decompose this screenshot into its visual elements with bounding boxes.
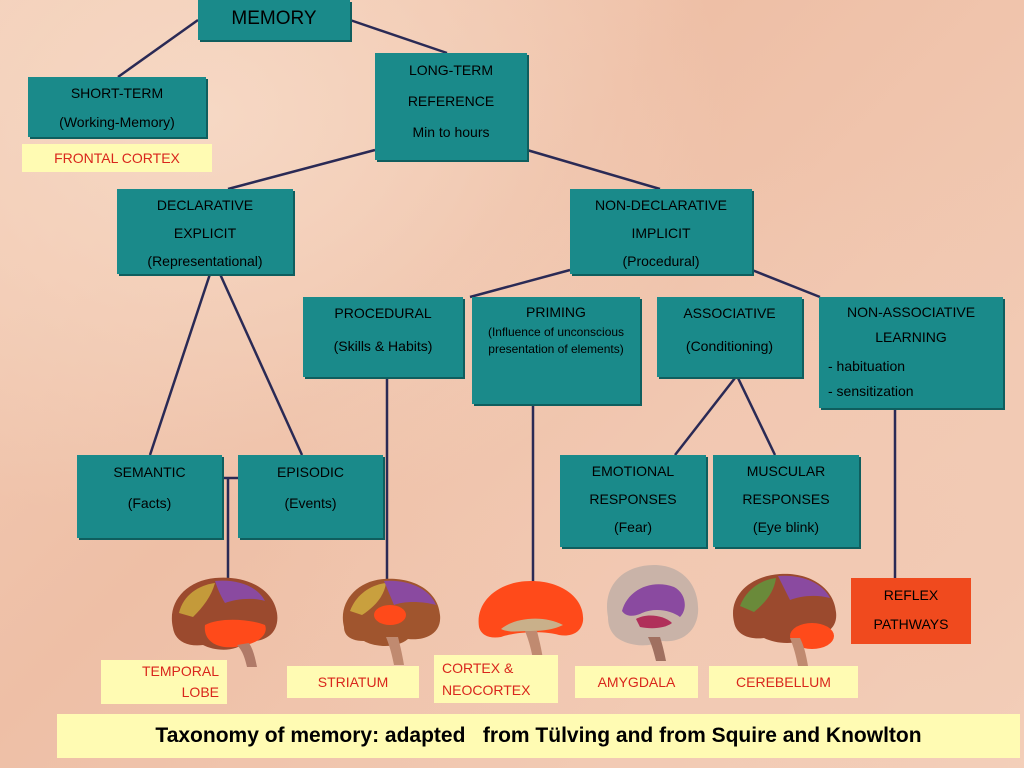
non-declarative-desc: (Procedural) <box>622 253 700 269</box>
brain-cerebellum-illustration <box>733 573 837 666</box>
associative-desc: (Conditioning) <box>685 338 774 354</box>
temporal-lobe-label: TEMPORAL LOBE <box>101 660 227 704</box>
declarative-explicit: EXPLICIT <box>173 225 237 241</box>
muscular-node: MUSCULAR RESPONSES (Eye blink) <box>713 455 859 547</box>
long-term-duration: Min to hours <box>412 124 490 140</box>
short-term-desc: (Working-Memory) <box>59 114 175 130</box>
procedural-title: PROCEDURAL <box>334 305 432 321</box>
non-declarative-title: NON-DECLARATIVE <box>595 197 727 213</box>
semantic-node: SEMANTIC (Facts) <box>77 455 222 538</box>
short-term-node: SHORT-TERM (Working-Memory) <box>28 77 206 137</box>
procedural-desc: (Skills & Habits) <box>333 338 433 354</box>
brain-amygdala-illustration <box>607 565 699 661</box>
priming-desc: (Influence of unconscious presentation o… <box>487 325 625 356</box>
cerebellum-label: CEREBELLUM <box>709 666 858 698</box>
brain-striatum-illustration <box>342 578 441 665</box>
long-term-reference: REFERENCE <box>407 93 495 109</box>
brain-temporal-lobe-illustration <box>171 577 278 667</box>
cortex-neocortex-label: CORTEX & NEOCORTEX <box>434 655 558 703</box>
striatum-label: STRIATUM <box>287 666 419 698</box>
long-term-title: LONG-TERM <box>409 62 493 78</box>
amygdala-label: AMYGDALA <box>575 666 698 698</box>
procedural-node: PROCEDURAL (Skills & Habits) <box>303 297 463 377</box>
reflex-pathways: PATHWAYS <box>873 616 949 632</box>
reflex-pathways-box: REFLEX PATHWAYS <box>851 578 971 644</box>
emotional-desc: (Fear) <box>613 519 653 535</box>
muscular-responses: RESPONSES <box>742 491 830 507</box>
brain-neocortex-illustration <box>478 581 584 659</box>
non-declarative-implicit: IMPLICIT <box>631 225 691 241</box>
memory-node: MEMORY <box>198 0 350 40</box>
non-associative-title: NON-ASSOCIATIVE <box>846 304 976 320</box>
sensitization-item: - sensitization <box>828 383 914 399</box>
figure-caption: Taxonomy of memory: adapted from Tülving… <box>57 714 1020 758</box>
episodic-title: EPISODIC <box>277 464 344 480</box>
declarative-desc: (Representational) <box>147 253 263 269</box>
emotional-node: EMOTIONAL RESPONSES (Fear) <box>560 455 706 547</box>
frontal-cortex-label: FRONTAL CORTEX <box>22 144 212 172</box>
emotional-title: EMOTIONAL <box>591 463 675 479</box>
episodic-desc: (Events) <box>284 495 337 511</box>
memory-label: MEMORY <box>231 8 317 29</box>
associative-node: ASSOCIATIVE (Conditioning) <box>657 297 802 377</box>
declarative-node: DECLARATIVE EXPLICIT (Representational) <box>117 189 293 274</box>
short-term-title: SHORT-TERM <box>70 85 164 101</box>
non-associative-learning: LEARNING <box>875 329 947 345</box>
priming-title: PRIMING <box>526 304 586 320</box>
non-declarative-node: NON-DECLARATIVE IMPLICIT (Procedural) <box>570 189 752 274</box>
habituation-item: - habituation <box>828 358 906 374</box>
non-associative-node: NON-ASSOCIATIVE LEARNING - habituation -… <box>819 297 1003 408</box>
long-term-node: LONG-TERM REFERENCE Min to hours <box>375 53 527 160</box>
emotional-responses: RESPONSES <box>589 491 677 507</box>
declarative-title: DECLARATIVE <box>156 197 254 213</box>
muscular-desc: (Eye blink) <box>752 519 820 535</box>
priming-node: PRIMING (Influence of unconscious presen… <box>472 297 640 404</box>
semantic-title: SEMANTIC <box>113 464 186 480</box>
semantic-desc: (Facts) <box>127 495 172 511</box>
muscular-title: MUSCULAR <box>746 463 826 479</box>
associative-title: ASSOCIATIVE <box>683 305 776 321</box>
reflex-title: REFLEX <box>883 587 939 603</box>
episodic-node: EPISODIC (Events) <box>238 455 383 538</box>
